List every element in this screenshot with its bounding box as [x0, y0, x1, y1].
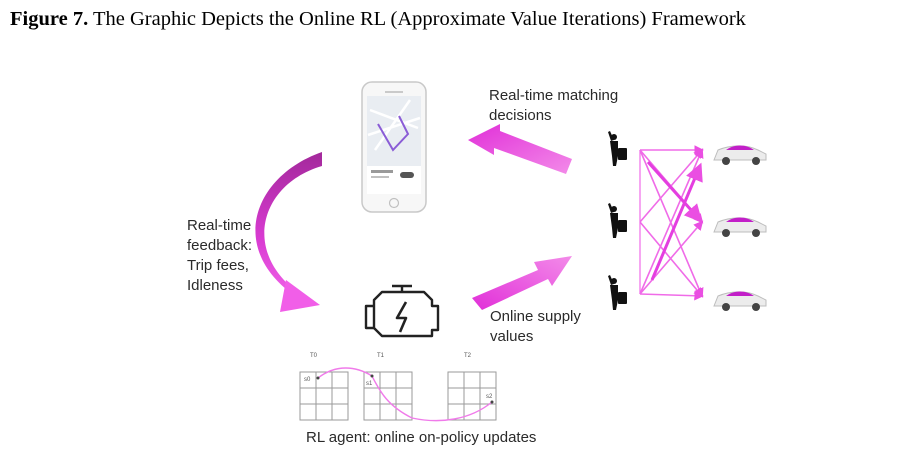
passenger-icon [608, 131, 627, 310]
car-icon [713, 145, 767, 311]
smartphone-app-icon [361, 81, 427, 213]
timeline-step-t2: T2 [464, 353, 472, 359]
state-trajectory [317, 367, 493, 422]
state-label-s1: s1 [366, 381, 373, 387]
timeline-step-t0: T0 [310, 353, 318, 359]
grid-icon [299, 371, 497, 421]
supply-values-arrow [472, 256, 572, 310]
matching-links [639, 145, 704, 301]
figure-number: Figure 7. [10, 8, 89, 30]
timeline-step-t1: T1 [377, 353, 385, 359]
figure-caption: Figure 7. The Graphic Depicts the Online… [10, 8, 746, 31]
feedback-curved-arrow [255, 152, 322, 312]
state-points [316, 374, 494, 404]
engine-icon [364, 284, 440, 338]
feedback-label: Real-time feedback: Trip fees, Idleness [187, 217, 253, 294]
state-label-s2: s2 [486, 394, 493, 400]
state-label-s0: s0 [304, 377, 311, 383]
matching-decisions-label: Real-time matching decisions [489, 87, 619, 124]
matching-decisions-arrow [468, 124, 572, 174]
figure-caption-text: The Graphic Depicts the Online RL (Appro… [92, 8, 746, 30]
rl-agent-label: RL agent: online on-policy updates [306, 429, 537, 446]
supply-values-label: Online supply values [490, 308, 581, 345]
bold-matching-links [646, 160, 703, 281]
